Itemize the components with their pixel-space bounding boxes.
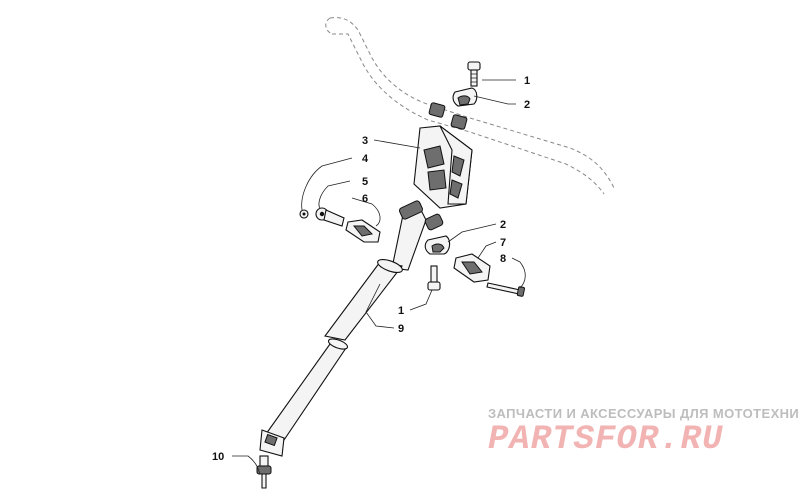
bolt-icon <box>427 265 441 291</box>
callout-6: 6 <box>362 193 368 205</box>
watermark-logo: PARTSFOR.RU <box>488 421 723 459</box>
callout-1-lower: 1 <box>398 305 404 317</box>
callout-2-lower: 2 <box>500 219 506 231</box>
callout-10: 10 <box>212 451 224 463</box>
callout-8: 8 <box>500 253 506 265</box>
callout-3: 3 <box>362 135 368 147</box>
callout-9: 9 <box>398 323 404 335</box>
nut-icon <box>299 209 309 219</box>
lower-fitting <box>256 455 272 489</box>
callout-7: 7 <box>500 237 506 249</box>
watermark-tagline: ЗАПЧАСТИ И АКСЕССУАРЫ ДЛЯ МОТОТЕХНИКИ <box>488 406 800 421</box>
steering-arm-right <box>453 253 491 283</box>
handlebar-outline <box>329 17 616 195</box>
bolt-icon <box>467 61 481 87</box>
clamp-icon <box>424 235 451 255</box>
handlebar-block <box>413 125 473 209</box>
watermark: ЗАПЧАСТИ И АКСЕССУАРЫ ДЛЯ МОТОТЕХНИКИ PA… <box>488 406 800 459</box>
bearing-icon <box>428 102 468 130</box>
leader-lines <box>232 79 526 475</box>
callout-4: 4 <box>362 153 369 165</box>
steering-arm-left <box>345 219 381 243</box>
post-bosses <box>398 200 444 231</box>
callout-2-top: 2 <box>524 99 530 111</box>
clamp-icon <box>452 87 478 107</box>
tie-rod-end <box>315 207 345 227</box>
callout-1-top: 1 <box>524 75 530 87</box>
steering-post <box>259 209 427 457</box>
callout-5: 5 <box>362 176 368 188</box>
bolt-icon <box>486 282 525 297</box>
callout-labels: 1 2 3 4 5 6 2 7 8 1 9 10 <box>212 75 530 463</box>
